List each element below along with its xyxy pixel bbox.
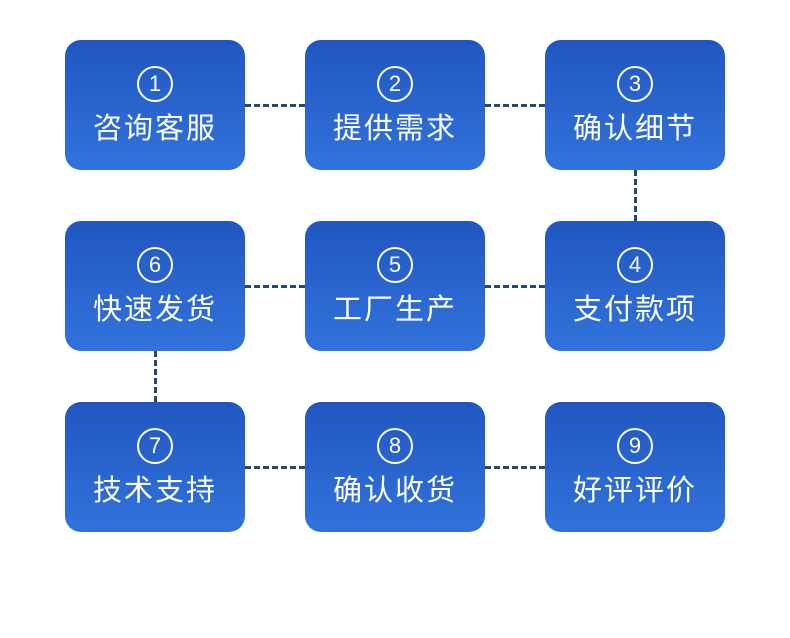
flow-connector-1-2: [245, 103, 305, 107]
step-label: 支付款项: [572, 294, 697, 326]
step-number-badge: 4: [617, 247, 653, 283]
flow-step-box-5: 5 工厂生产: [305, 221, 485, 351]
step-label: 咨询客服: [92, 113, 217, 145]
step-number-badge: 5: [377, 247, 413, 283]
flow-step-box-8: 8 确认收货: [305, 402, 485, 532]
step-label: 确认收货: [332, 475, 457, 507]
flow-connector-5-6: [245, 284, 305, 288]
flow-step-box-6: 6 快速发货: [65, 221, 245, 351]
flow-step-box-9: 9 好评评价: [545, 402, 725, 532]
flow-connector-7-8: [245, 465, 305, 469]
step-label: 技术支持: [92, 475, 217, 507]
flow-connector-6-7: [153, 351, 157, 402]
flow-step-box-3: 3 确认细节: [545, 40, 725, 170]
flow-connector-4-5: [485, 284, 545, 288]
flow-step-box-7: 7 技术支持: [65, 402, 245, 532]
step-label: 快速发货: [92, 294, 217, 326]
step-number-badge: 3: [617, 66, 653, 102]
step-number-badge: 6: [137, 247, 173, 283]
step-label: 工厂生产: [332, 294, 457, 326]
step-number-badge: 8: [377, 428, 413, 464]
flow-connector-3-4: [633, 170, 637, 221]
step-label: 确认细节: [572, 113, 697, 145]
step-number-badge: 7: [137, 428, 173, 464]
step-number-badge: 2: [377, 66, 413, 102]
flow-connector-2-3: [485, 103, 545, 107]
flow-step-box-2: 2 提供需求: [305, 40, 485, 170]
step-number-badge: 9: [617, 428, 653, 464]
flow-step-box-1: 1 咨询客服: [65, 40, 245, 170]
step-label: 提供需求: [332, 113, 457, 145]
step-number-badge: 1: [137, 66, 173, 102]
flow-step-box-4: 4 支付款项: [545, 221, 725, 351]
flow-connector-8-9: [485, 465, 545, 469]
step-label: 好评评价: [572, 475, 697, 507]
